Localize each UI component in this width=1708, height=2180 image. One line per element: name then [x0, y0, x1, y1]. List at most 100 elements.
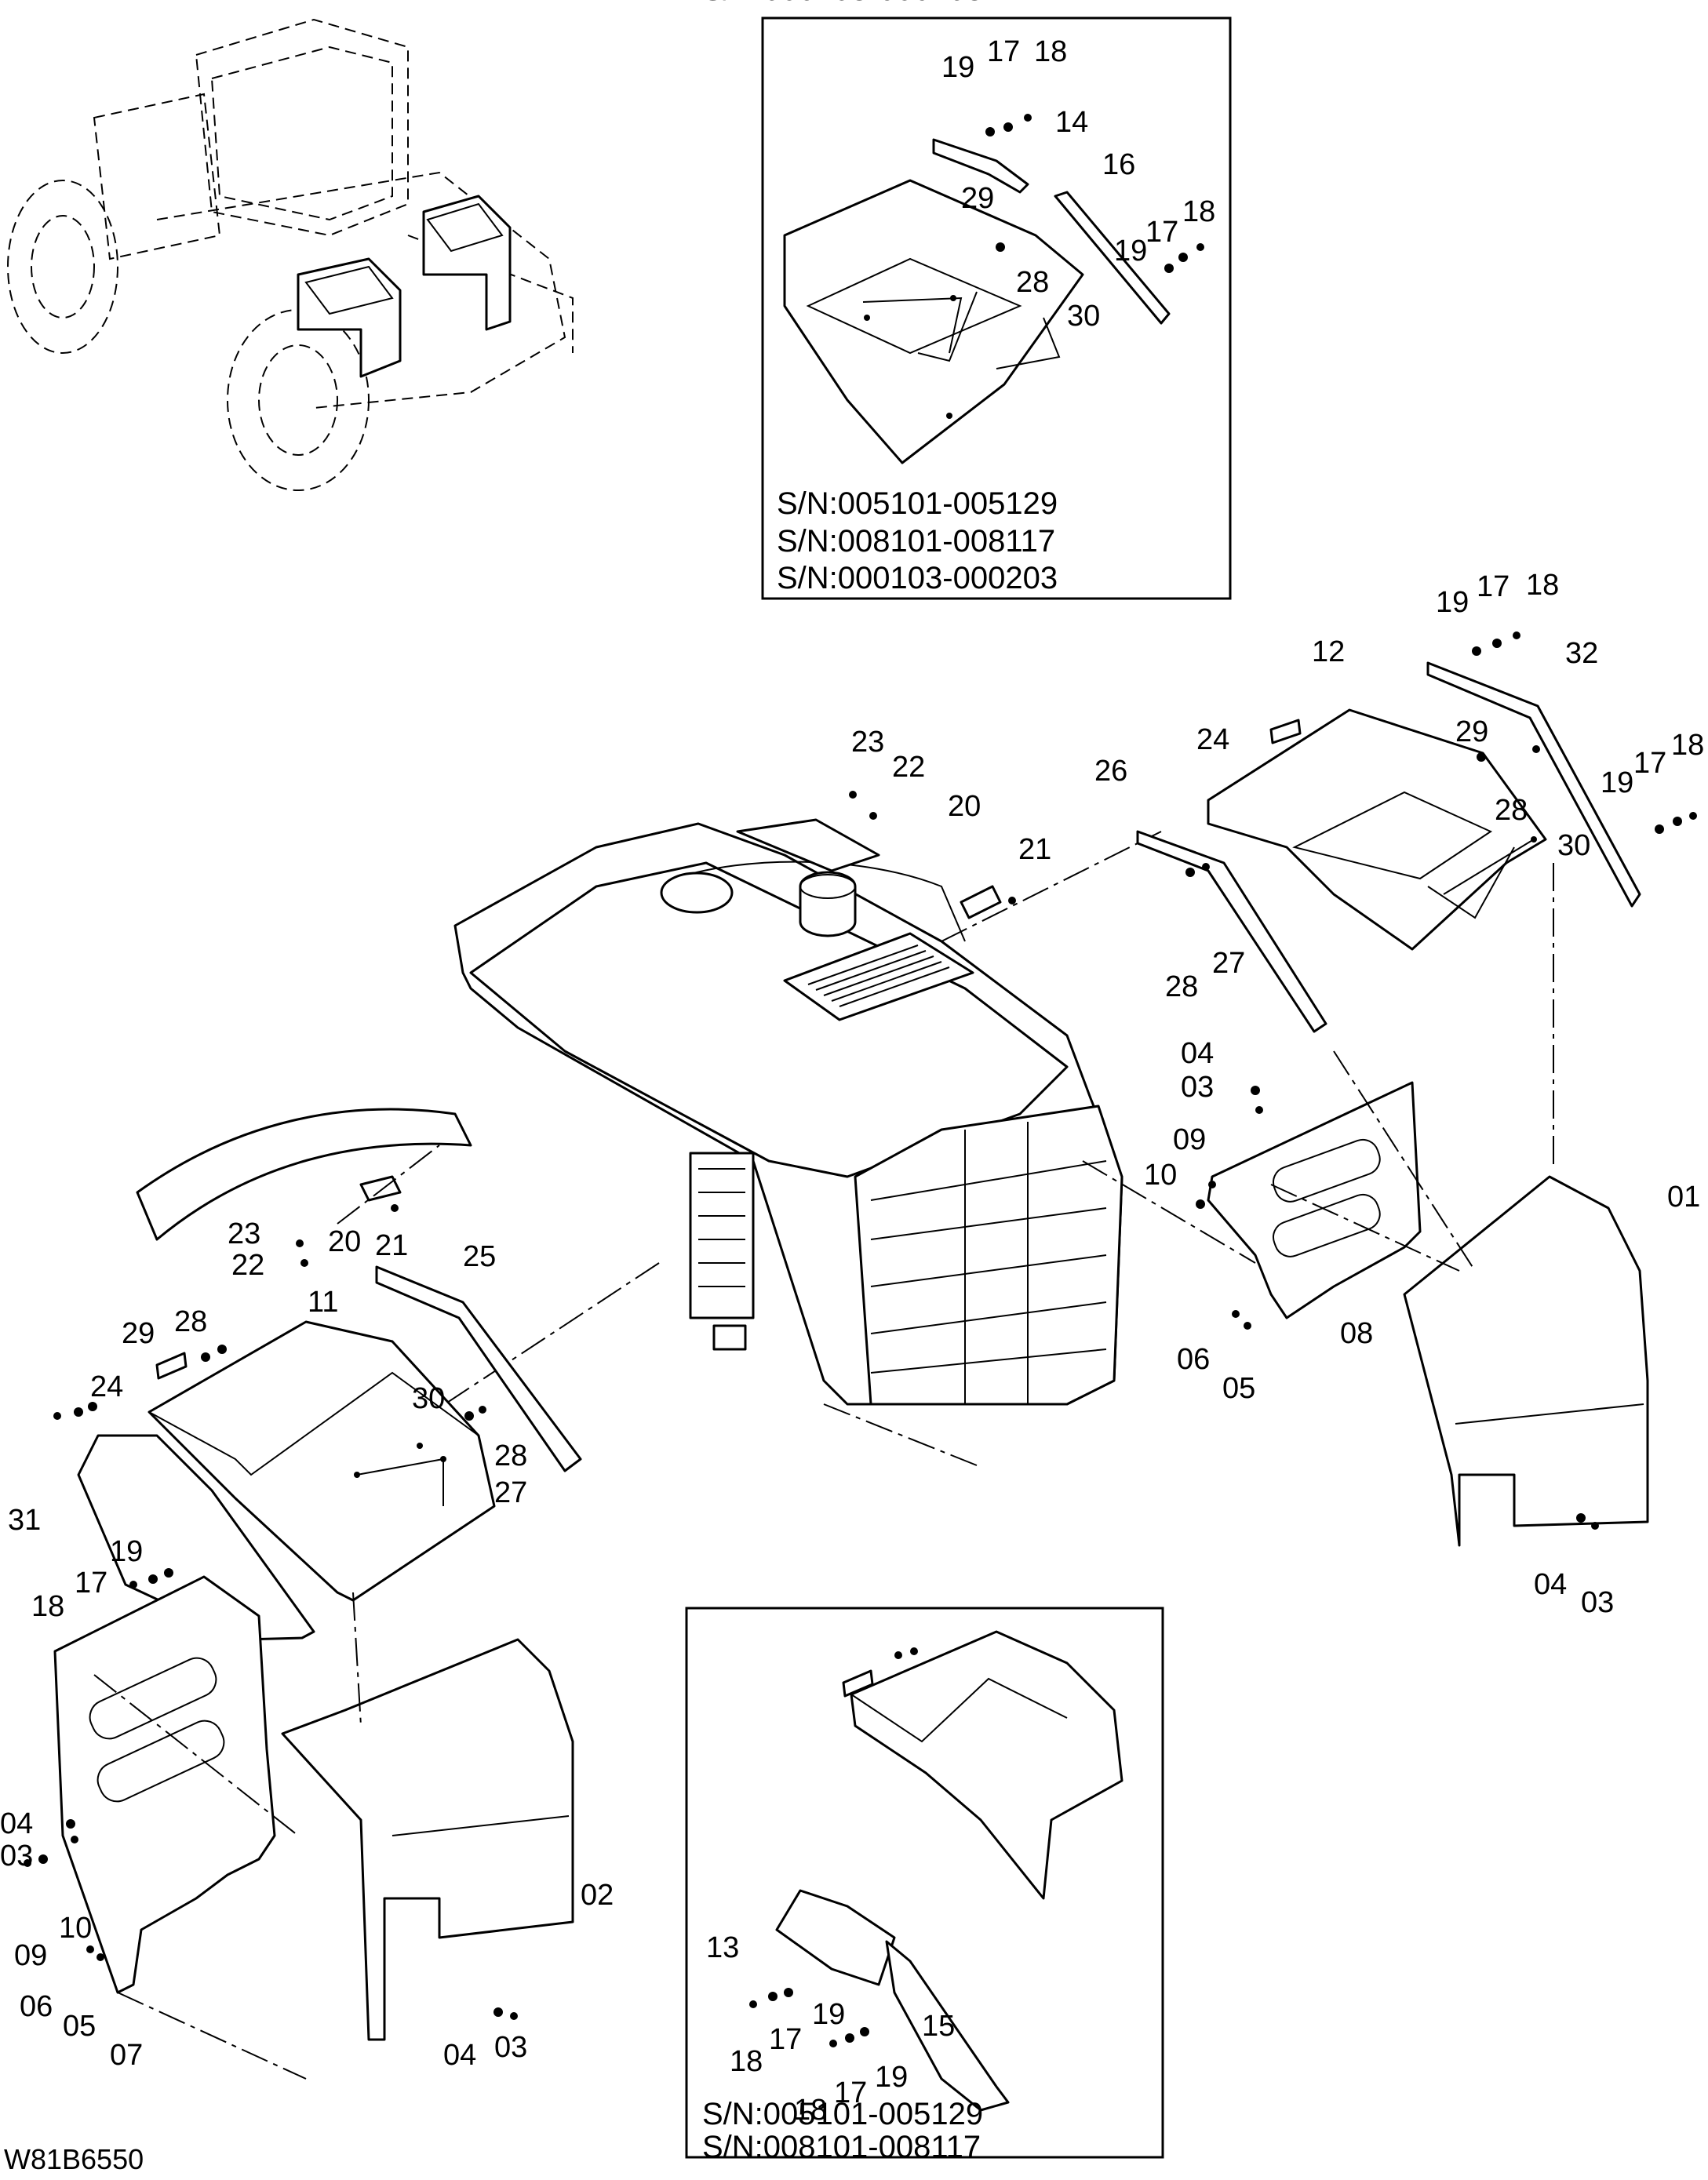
inset-bottom-callout-18b: 18 — [794, 2094, 827, 2127]
left-side-trim — [136, 1108, 472, 1241]
callout-21-top: 21 — [1018, 833, 1051, 866]
callout-22-left: 22 — [231, 1249, 264, 1282]
callout-24-tr: 24 — [1196, 723, 1229, 756]
callout-32: 32 — [1565, 637, 1598, 670]
callout-04-l2: 04 — [443, 2039, 476, 2072]
inset-bottom-part-15 — [885, 1940, 1010, 2112]
callout-30-left: 30 — [412, 1382, 445, 1415]
front-grille-frame — [854, 1105, 1123, 1406]
inset-bottom-serial-variant: 13 19 17 18 18 17 19 15 S/N:005101-00512… — [685, 0, 1164, 2164]
bracket-20-top — [960, 885, 1002, 919]
callout-02: 02 — [581, 1879, 614, 1912]
callout-09-l: 09 — [14, 1939, 47, 1972]
callout-28-tr: 28 — [1495, 794, 1528, 827]
callout-25: 25 — [463, 1240, 496, 1273]
inset-top-fender-cover — [783, 179, 1084, 464]
callout-24-left: 24 — [90, 1370, 123, 1403]
bolt-24 — [1269, 719, 1302, 744]
inset-top-callout-30: 30 — [1067, 300, 1100, 333]
inset-bottom-callout-19b: 19 — [875, 2061, 908, 2094]
callout-18-tr2: 18 — [1671, 729, 1704, 762]
inset-bottom-serial-3: S/N:000103-000203 — [702, 0, 983, 7]
inset-bottom-callout-17b: 17 — [834, 2076, 867, 2109]
inset-top-frame — [761, 16, 1232, 600]
callout-29-left: 29 — [122, 1317, 155, 1350]
callout-11: 11 — [308, 1286, 338, 1319]
inset-top-callout-14: 14 — [1055, 106, 1088, 139]
strip-26 — [1136, 830, 1327, 1033]
callout-18-left: 18 — [31, 1590, 64, 1623]
callout-04-l: 04 — [0, 1807, 33, 1840]
callout-30-tr: 30 — [1557, 829, 1590, 862]
right-fender-top-assembly: 19 17 18 12 32 24 29 28 19 17 18 30 26 2… — [1094, 569, 1704, 1033]
hood-assembly: 23 22 20 21 23 22 20 21 — [136, 726, 1256, 1491]
callout-20-left: 20 — [328, 1225, 361, 1258]
inset-bottom-serial-1: S/N:005101-005129 — [702, 2097, 983, 2131]
access-latch — [712, 1324, 747, 1351]
callout-10-l: 10 — [59, 1912, 92, 1945]
callout-05-l: 05 — [63, 2010, 96, 2043]
callout-17-tr2: 17 — [1633, 747, 1666, 780]
callout-28-tr2: 28 — [1165, 970, 1198, 1003]
callout-27-left: 27 — [494, 1476, 527, 1509]
callout-21-left: 21 — [375, 1229, 408, 1262]
inset-bottom-callout-19: 19 — [812, 1998, 845, 2031]
inset-top-serial-1: S/N:005101-005129 — [777, 486, 1058, 521]
inset-bottom-frame — [685, 1607, 1164, 2159]
inset-top-serial-2: S/N:008101-008117 — [777, 524, 1055, 559]
callout-06-l: 06 — [20, 1990, 53, 2023]
callout-28-left: 28 — [174, 1305, 207, 1338]
inset-bottom-part-13 — [775, 1889, 896, 1986]
exhaust-stack — [799, 871, 857, 937]
inset-top-callout-18b: 18 — [1182, 195, 1215, 228]
callout-19-left: 19 — [110, 1535, 143, 1568]
callout-28-left2: 28 — [494, 1439, 527, 1472]
callout-12: 12 — [1312, 635, 1345, 668]
callout-06-r: 06 — [1177, 1343, 1210, 1376]
left-fender-top-assembly: 29 28 11 25 24 30 28 27 31 19 18 17 18 1… — [8, 1240, 582, 1670]
callout-23-left: 23 — [228, 1217, 260, 1250]
inset-top-callout-29: 29 — [961, 182, 994, 215]
inset-top-callout-16: 16 — [1102, 148, 1135, 181]
callout-27-tr: 27 — [1212, 947, 1245, 980]
inset-bottom-callout-13: 13 — [706, 1931, 739, 1964]
callout-17-left: 17 — [75, 1567, 107, 1600]
inset-top-strip-14 — [932, 138, 1029, 194]
callout-18-tr: 18 — [1526, 569, 1559, 602]
callout-08: 08 — [1340, 1317, 1373, 1350]
callout-03-r2: 03 — [1581, 1586, 1614, 1619]
callout-04-r: 04 — [1181, 1037, 1214, 1070]
fender-cover-12 — [1207, 708, 1547, 951]
bolt-24-left — [155, 1352, 188, 1380]
right-fender-assembly: 04 03 09 10 08 06 05 01 04 03 — [1144, 863, 1700, 1619]
inset-top-strip-16 — [1054, 191, 1171, 325]
strip-32 — [1426, 661, 1641, 908]
fender-bracket-08 — [1207, 1081, 1422, 1319]
callout-01: 01 — [1667, 1181, 1700, 1214]
inset-bottom-callout-15: 15 — [922, 2010, 955, 2043]
inset-top-callout-19b: 19 — [1114, 235, 1147, 267]
inset-top-serial-3: S/N:000103-000203 — [777, 561, 1058, 595]
callout-03-l: 03 — [0, 1840, 33, 1872]
callout-26: 26 — [1094, 755, 1127, 788]
fender-02 — [281, 1638, 574, 2041]
callout-10-r: 10 — [1144, 1159, 1177, 1192]
inset-bottom-callout-18: 18 — [730, 2045, 763, 2078]
hood-trim-22 — [736, 818, 880, 872]
inset-top-callout-17b: 17 — [1145, 216, 1178, 249]
callout-23-top: 23 — [851, 726, 884, 759]
callout-20-top: 20 — [948, 790, 981, 823]
callout-03-r: 03 — [1181, 1071, 1214, 1104]
callout-22-top: 22 — [892, 751, 925, 784]
inset-top-callout-28: 28 — [1016, 266, 1049, 299]
inset-top-serial-variant: 19 17 18 14 16 29 28 19 17 18 30 S/N:005… — [761, 16, 1232, 600]
inset-top-callout-18: 18 — [1034, 35, 1067, 68]
grille-slots — [807, 944, 950, 1007]
callout-03-l2: 03 — [494, 2031, 527, 2064]
machine-overview-illustration — [7, 18, 574, 491]
side-vent — [689, 1152, 755, 1319]
callout-05-r: 05 — [1222, 1372, 1255, 1405]
fender-01 — [1403, 1175, 1649, 1547]
callout-17-tr: 17 — [1477, 570, 1510, 603]
